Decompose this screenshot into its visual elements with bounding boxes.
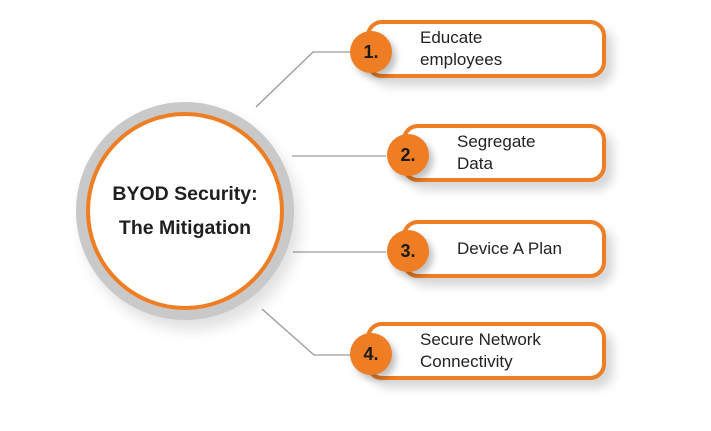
step-text-2: Segregate Data (457, 132, 536, 173)
connector-line-1 (255, 51, 352, 108)
step-number-2: 2. (400, 144, 416, 165)
step-badge-3: 3. (387, 230, 429, 272)
step-badge-1: 1. (350, 31, 392, 73)
hub-circle: BYOD Security: The Mitigation (76, 102, 294, 320)
step-text-4: Secure Network Connectivity (420, 330, 541, 371)
step-card-2: Segregate Data (402, 124, 606, 182)
hub-title-line-1: BYOD Security: (112, 183, 258, 205)
step-card-1: Educate employees (366, 20, 606, 78)
step-badge-2: 2. (387, 134, 429, 176)
step-number-3: 3. (400, 240, 416, 261)
hub-inner-circle: BYOD Security: The Mitigation (86, 112, 284, 310)
step-number-4: 4. (363, 343, 379, 364)
connector-line-4 (261, 308, 352, 356)
hub-title-line-2: The Mitigation (118, 217, 252, 239)
step-card-3: Device A Plan (402, 220, 606, 278)
step-badge-4: 4. (350, 333, 392, 375)
step-text-3: Device A Plan (457, 239, 562, 258)
step-text-1: Educate employees (420, 28, 503, 69)
step-number-1: 1. (363, 41, 379, 62)
step-card-4: Secure Network Connectivity (366, 322, 606, 380)
hub-title: BYOD Security: The Mitigation (112, 177, 257, 245)
